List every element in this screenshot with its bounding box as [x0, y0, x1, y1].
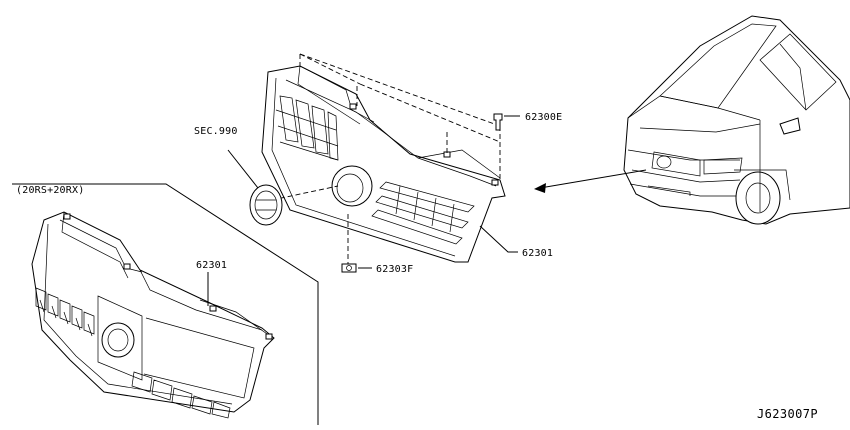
variant-frame — [12, 183, 319, 425]
leader-upper-grille — [479, 225, 518, 253]
callout-arrow — [534, 169, 647, 193]
label-sec990: SEC.990 — [194, 126, 238, 137]
label-lower-grille: 62301 — [196, 260, 227, 271]
vehicle-illustration — [623, 15, 850, 225]
clip-62300e[interactable] — [493, 113, 520, 131]
nut-62303f[interactable] — [341, 263, 372, 273]
lower-grille[interactable] — [31, 211, 275, 419]
upper-grille[interactable] — [261, 65, 506, 263]
diagram-id: J623007P — [757, 407, 818, 421]
alignment-lines — [271, 53, 501, 266]
label-clip-62300e: 62300E — [525, 112, 562, 123]
emblem[interactable] — [227, 149, 283, 226]
label-nut-62303f: 62303F — [376, 264, 413, 275]
label-upper-grille: 62301 — [522, 248, 553, 259]
label-variant: (20RS+20RX) — [16, 185, 84, 196]
